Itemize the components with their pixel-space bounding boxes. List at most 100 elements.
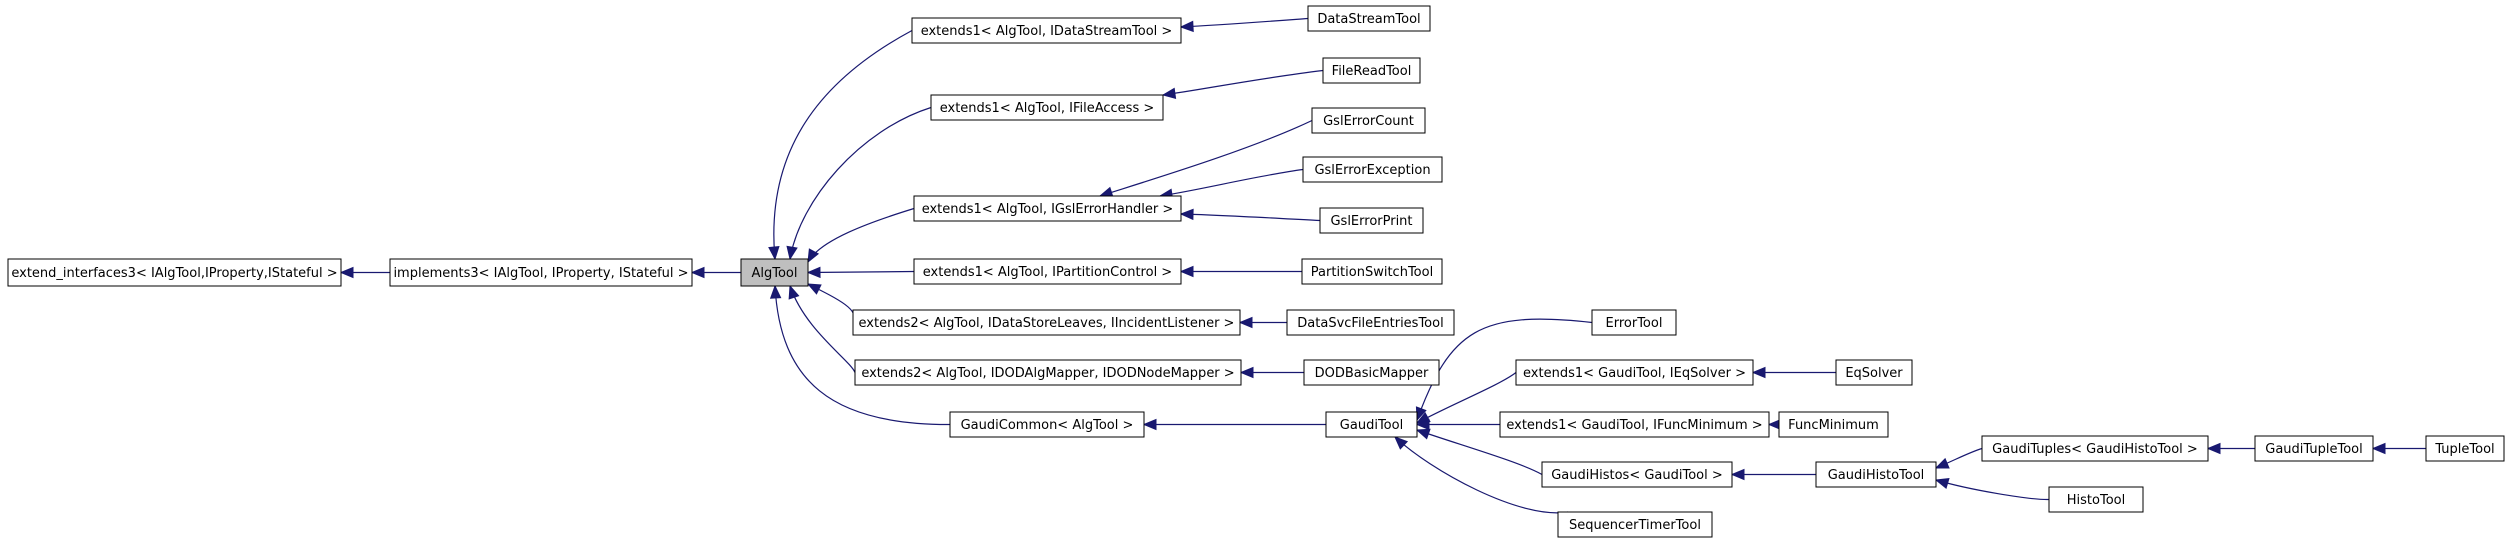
class-box[interactable] (1319, 207, 1424, 234)
class-node[interactable]: FileReadTool (1322, 57, 1421, 84)
class-node[interactable]: extends1< GaudiTool, IFuncMinimum > (1499, 411, 1770, 438)
class-node[interactable]: GaudiTupleTool (2254, 435, 2374, 462)
class-node[interactable]: extends2< AlgTool, IDataStoreLeaves, IIn… (852, 309, 1241, 336)
class-box[interactable] (1307, 5, 1431, 32)
inheritance-edge (1180, 17, 1309, 28)
class-node[interactable]: DODBasicMapper (1303, 359, 1440, 386)
class-node[interactable]: extends1< AlgTool, IGslErrorHandler > (913, 195, 1182, 222)
class-node[interactable]: extends1< GaudiTool, IEqSolver > (1515, 359, 1754, 386)
arrowhead-icon (1239, 366, 1254, 379)
arrowhead-icon (2206, 442, 2221, 455)
arrowhead-icon (1415, 418, 1430, 431)
class-node[interactable]: GaudiTool (1325, 411, 1418, 438)
class-label: extends1< AlgTool, IGslErrorHandler > (922, 202, 1174, 217)
class-box[interactable] (1325, 411, 1418, 438)
class-label: GslErrorException (1314, 163, 1430, 178)
class-box[interactable] (854, 359, 1242, 386)
class-box[interactable] (930, 94, 1164, 121)
class-box[interactable] (740, 258, 809, 287)
class-node[interactable]: HistoTool (2048, 486, 2144, 513)
class-box[interactable] (7, 258, 342, 287)
class-node[interactable]: DataStreamTool (1307, 5, 1431, 32)
class-box[interactable] (2254, 435, 2374, 462)
class-node[interactable]: GslErrorPrint (1319, 207, 1424, 234)
arrowhead-icon (806, 266, 821, 279)
class-box[interactable] (1815, 461, 1937, 488)
class-node[interactable]: GaudiTuples< GaudiHistoTool > (1981, 435, 2209, 462)
class-label: extends1< AlgTool, IPartitionControl > (923, 265, 1172, 280)
class-node[interactable]: ErrorTool (1591, 309, 1677, 336)
class-label: extends1< GaudiTool, IFuncMinimum > (1506, 418, 1762, 433)
class-box[interactable] (1311, 107, 1426, 134)
class-box[interactable] (389, 258, 693, 287)
class-box[interactable] (1301, 258, 1443, 285)
class-node[interactable]: extends1< AlgTool, IFileAccess > (930, 94, 1164, 121)
class-node[interactable]: extends1< AlgTool, IPartitionControl > (913, 258, 1182, 285)
arrowhead-icon (806, 283, 822, 295)
inheritance-edge (774, 285, 951, 426)
class-node[interactable]: GaudiHistos< GaudiTool > (1541, 461, 1733, 488)
inheritance-edge (1162, 69, 1324, 96)
inheritance-edge (1099, 119, 1313, 197)
class-node[interactable]: GaudiCommon< AlgTool > (949, 411, 1145, 438)
arrowhead-icon (1415, 428, 1431, 440)
class-box[interactable] (1981, 435, 2209, 462)
arrowhead-icon (1142, 418, 1157, 431)
class-node[interactable]: EqSolver (1835, 359, 1913, 386)
class-box[interactable] (1322, 57, 1421, 84)
class-box[interactable] (1302, 156, 1443, 183)
class-label: SequencerTimerTool (1569, 518, 1701, 533)
arrowhead-icon (1394, 436, 1409, 450)
class-box[interactable] (1286, 309, 1455, 336)
class-node[interactable]: DataSvcFileEntriesTool (1286, 309, 1455, 336)
inheritance-edge (807, 207, 915, 263)
inheritance-edge (773, 29, 913, 260)
class-node[interactable]: extend_interfaces3< IAlgTool,IProperty,I… (7, 258, 342, 287)
class-node[interactable]: implements3< IAlgTool, IProperty, IState… (389, 258, 693, 287)
class-box[interactable] (913, 258, 1182, 285)
class-box[interactable] (1557, 511, 1713, 538)
class-box[interactable] (1591, 309, 1677, 336)
nodes-layer: extend_interfaces3< IAlgTool,IProperty,I… (7, 5, 2505, 538)
class-node[interactable]: AlgTool (740, 258, 809, 287)
inheritance-edge (1416, 318, 1593, 421)
class-box[interactable] (913, 195, 1182, 222)
class-node[interactable]: PartitionSwitchTool (1301, 258, 1443, 285)
arrowhead-icon (1730, 468, 1745, 481)
class-node[interactable]: FuncMinimum (1778, 411, 1889, 438)
class-node[interactable]: GslErrorException (1302, 156, 1443, 183)
arrowhead-icon (786, 245, 798, 261)
class-box[interactable] (2048, 486, 2144, 513)
arrowhead-icon (768, 246, 780, 261)
class-box[interactable] (911, 17, 1182, 44)
class-box[interactable] (1835, 359, 1913, 386)
arrowhead-icon (1179, 208, 1194, 221)
inheritance-edge (1416, 429, 1543, 476)
class-box[interactable] (1515, 359, 1754, 386)
class-node[interactable]: extends2< AlgTool, IDODAlgMapper, IDODNo… (854, 359, 1242, 386)
class-node[interactable]: GslErrorCount (1311, 107, 1426, 134)
arrowhead-icon (1238, 316, 1253, 329)
class-box[interactable] (2425, 435, 2505, 462)
class-box[interactable] (1303, 359, 1440, 386)
class-label: GaudiTupleTool (2265, 442, 2362, 457)
class-box[interactable] (949, 411, 1145, 438)
class-label: GaudiHistoTool (1828, 468, 1925, 483)
class-node[interactable]: TupleTool (2425, 435, 2505, 462)
class-box[interactable] (1778, 411, 1889, 438)
class-label: extends2< AlgTool, IDODAlgMapper, IDODNo… (861, 366, 1234, 381)
class-node[interactable]: GaudiHistoTool (1815, 461, 1937, 488)
class-box[interactable] (1541, 461, 1733, 488)
class-label: extends1< AlgTool, IFileAccess > (940, 101, 1155, 116)
class-box[interactable] (852, 309, 1241, 336)
class-label: DataStreamTool (1317, 12, 1420, 27)
class-node[interactable]: extends1< AlgTool, IDataStreamTool > (911, 17, 1182, 44)
class-label: DataSvcFileEntriesTool (1297, 316, 1443, 331)
arrowhead-icon (807, 248, 820, 264)
class-node[interactable]: SequencerTimerTool (1557, 511, 1713, 538)
class-label: AlgTool (751, 266, 797, 281)
arrowhead-icon (788, 284, 800, 300)
class-box[interactable] (1499, 411, 1770, 438)
inheritance-edge (1159, 168, 1304, 197)
class-label: extends1< GaudiTool, IEqSolver > (1523, 366, 1746, 381)
